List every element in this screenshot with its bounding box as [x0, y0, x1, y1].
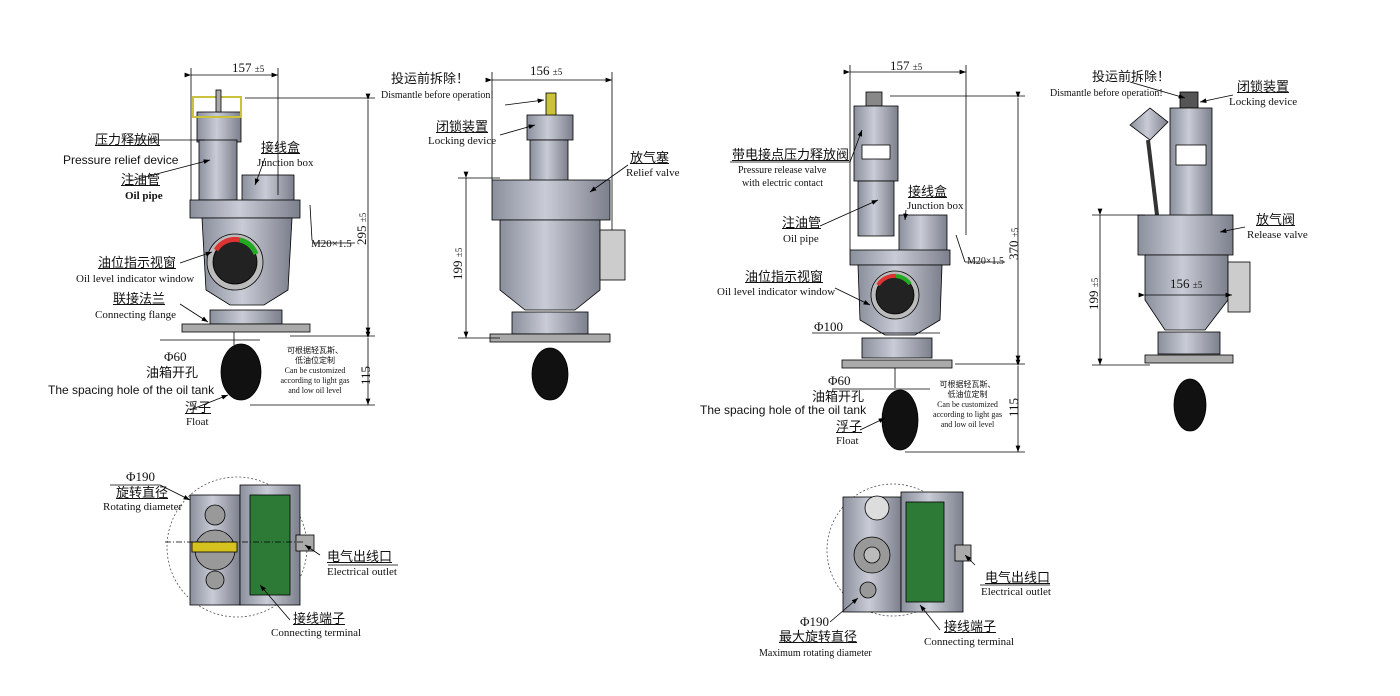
view5-device [1129, 91, 1251, 432]
relief-cn: 放气塞 [630, 150, 670, 165]
locking-cn: 闭锁装置 [1237, 79, 1290, 94]
oil-window-cn: 油位指示视窗 [98, 255, 177, 270]
junction-box-cn: 接线盒 [908, 184, 948, 199]
terminal-cn: 接线端子 [944, 619, 997, 634]
view4-dimensions [730, 65, 1025, 453]
view4-height-dimension: 370 ±5 [1006, 227, 1021, 260]
view5-width-dimension: 156 ±5 [1170, 276, 1203, 291]
release-cn: 放气阀 [1256, 212, 1296, 227]
locking-en: Locking device [428, 135, 497, 147]
view6-leaders [829, 554, 1050, 631]
rotating-diameter-value: Φ190 [800, 614, 830, 629]
pressure-relief-cn: 压力释放阀 [95, 132, 161, 147]
oil-pipe-en: Oil pipe [783, 233, 819, 245]
oil-pipe-cn: 注油管 [782, 215, 822, 230]
rotating-diameter-value: Φ190 [126, 469, 156, 484]
terminal-en: Connecting terminal [271, 627, 362, 639]
junction-box-cn: 接线盒 [261, 140, 301, 155]
dismantle-cn: 投运前拆除！ [391, 71, 470, 86]
view1-height-dimension: 295 ±5 [354, 212, 369, 246]
locking-cn: 闭锁装置 [436, 119, 489, 134]
oil-window-cn: 油位指示视窗 [745, 269, 824, 284]
terminal-en: Connecting terminal [924, 636, 1015, 648]
dim-tolerance: ±5 [254, 64, 265, 74]
thread-spec: M20×1.5 [967, 256, 1005, 267]
hole-cn: 油箱开孔 [812, 389, 865, 404]
hole-dimension: Φ60 [828, 373, 851, 388]
release-en: Release valve [1247, 229, 1308, 241]
hole-en: The spacing hole of the oil tank [700, 403, 867, 417]
rotating-diameter-en: Rotating diameter [103, 501, 183, 513]
dim-tolerance: ±5 [358, 212, 368, 223]
outlet-cn: 电气出线口 [985, 570, 1051, 585]
locking-en: Locking device [1229, 96, 1298, 108]
rotating-diameter-cn: 最大旋转直径 [779, 629, 858, 644]
outlet-cn: 电气出线口 [327, 549, 393, 564]
rotating-diameter-en: Maximum rotating diameter [759, 648, 872, 659]
relief-en: Relief valve [626, 167, 680, 179]
outlet-en: Electrical outlet [981, 586, 1051, 598]
prv-cn: 带电接点压力释放阀 [732, 147, 850, 162]
rotating-diameter-cn: 旋转直径 [116, 485, 169, 500]
view1-dimensions [129, 68, 375, 411]
dismantle-en: Dismantle before operation! [381, 90, 494, 101]
view6-device [826, 483, 972, 617]
hole-dimension: Φ60 [164, 349, 187, 364]
hole-en: The spacing hole of the oil tank [48, 383, 215, 397]
view2-width-dimension: 156 ±5 [530, 63, 563, 78]
float-en: Float [836, 435, 859, 447]
float-en: Float [186, 416, 209, 428]
prv-en-1: Pressure release valve [738, 165, 827, 176]
view2-device [489, 92, 626, 401]
dismantle-en: Dismantle before operation! [1050, 88, 1163, 99]
junction-box-en: Junction box [257, 157, 314, 169]
float-cn: 浮子 [836, 419, 863, 434]
float-cn: 浮子 [185, 400, 212, 415]
float-dimension: 115 [1006, 397, 1021, 417]
junction-box-en: Junction box [907, 200, 964, 212]
view2-height-dimension: 199 ±5 [450, 247, 465, 280]
oil-pipe-cn: 注油管 [121, 172, 161, 187]
view4-device [841, 91, 953, 451]
prv-en-2: with electric contact [742, 178, 824, 189]
terminal-cn: 接线端子 [293, 611, 346, 626]
view3-device [166, 476, 315, 618]
dim-value: 157 [232, 60, 252, 75]
view4-width-dimension: 157 ±5 [890, 58, 923, 73]
flange-cn: 联接法兰 [113, 291, 166, 306]
view3-leaders [110, 484, 398, 621]
oil-window-en: Oil level indicator window [717, 286, 836, 298]
outlet-en: Electrical outlet [327, 566, 397, 578]
hole-cn: 油箱开孔 [146, 365, 199, 380]
dismantle-cn: 投运前拆除！ [1092, 69, 1171, 84]
dim-value: 295 [354, 225, 369, 246]
view5-dimensions [1092, 81, 1246, 366]
view2-dimensions [458, 72, 629, 339]
flange-en: Connecting flange [95, 309, 176, 321]
view1-width-dimension: 157 ±5 [232, 60, 265, 75]
oil-window-en: Oil level indicator window [76, 273, 195, 285]
view5-height-dimension: 199 ±5 [1086, 277, 1101, 310]
pressure-relief-en: Pressure relief device [63, 153, 179, 167]
oil-pipe-en: Oil pipe [125, 190, 163, 202]
thread-spec: M20×1.5 [311, 238, 352, 250]
flange-dimension: Φ100 [814, 319, 844, 334]
float-dimension: 115 [358, 365, 373, 385]
view1-device [181, 89, 311, 401]
